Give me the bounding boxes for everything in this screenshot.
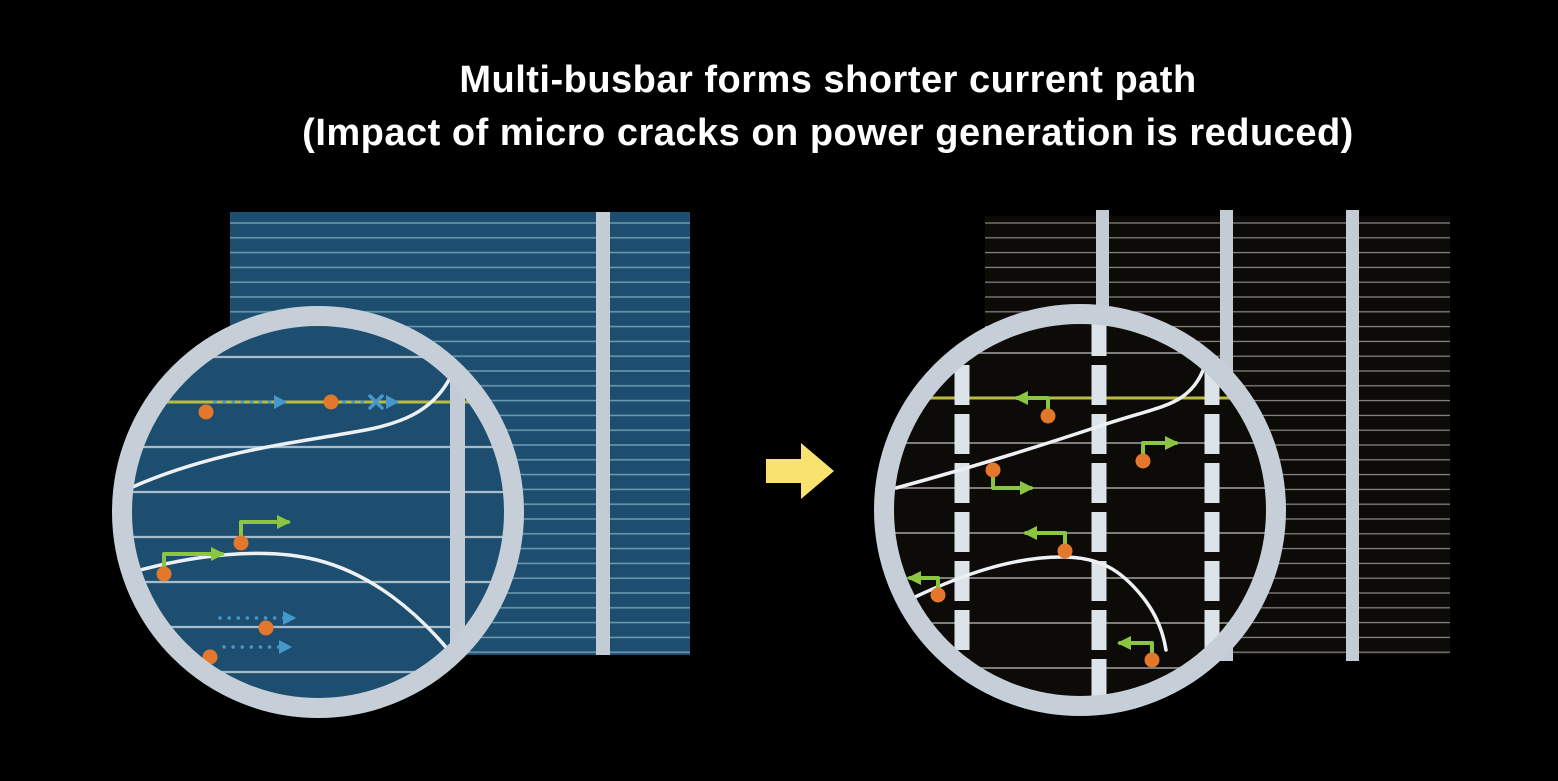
left-magnifier: [112, 306, 524, 718]
magnifier-ring-left: [112, 306, 524, 718]
lens-right-background: [893, 323, 1267, 697]
long-current-path-arrows: [213, 394, 399, 654]
busbar-left-cell: [596, 212, 610, 655]
right-magnifier: [874, 304, 1286, 716]
busbar-magnified-left: [450, 325, 465, 699]
title-line-2: (Impact of micro cracks on power generat…: [302, 112, 1354, 154]
short-current-path-arrows-left: [162, 515, 291, 573]
micro-cracks-left: [131, 376, 452, 654]
electrons-right: [930, 408, 1160, 668]
blocked-x-mark: [368, 394, 384, 410]
transition-arrow: [766, 443, 834, 499]
micro-cracks-right: [894, 348, 1210, 652]
lens-left-background: [131, 325, 505, 699]
multi-busbars-magnified: [954, 323, 1220, 697]
title-line-1: Multi-busbar forms shorter current path: [459, 59, 1197, 101]
short-current-path-arrows-right: [907, 391, 1179, 659]
magnifier-ring-right: [874, 304, 1286, 716]
diagram-title: Multi-busbar forms shorter current path …: [49, 54, 1558, 160]
